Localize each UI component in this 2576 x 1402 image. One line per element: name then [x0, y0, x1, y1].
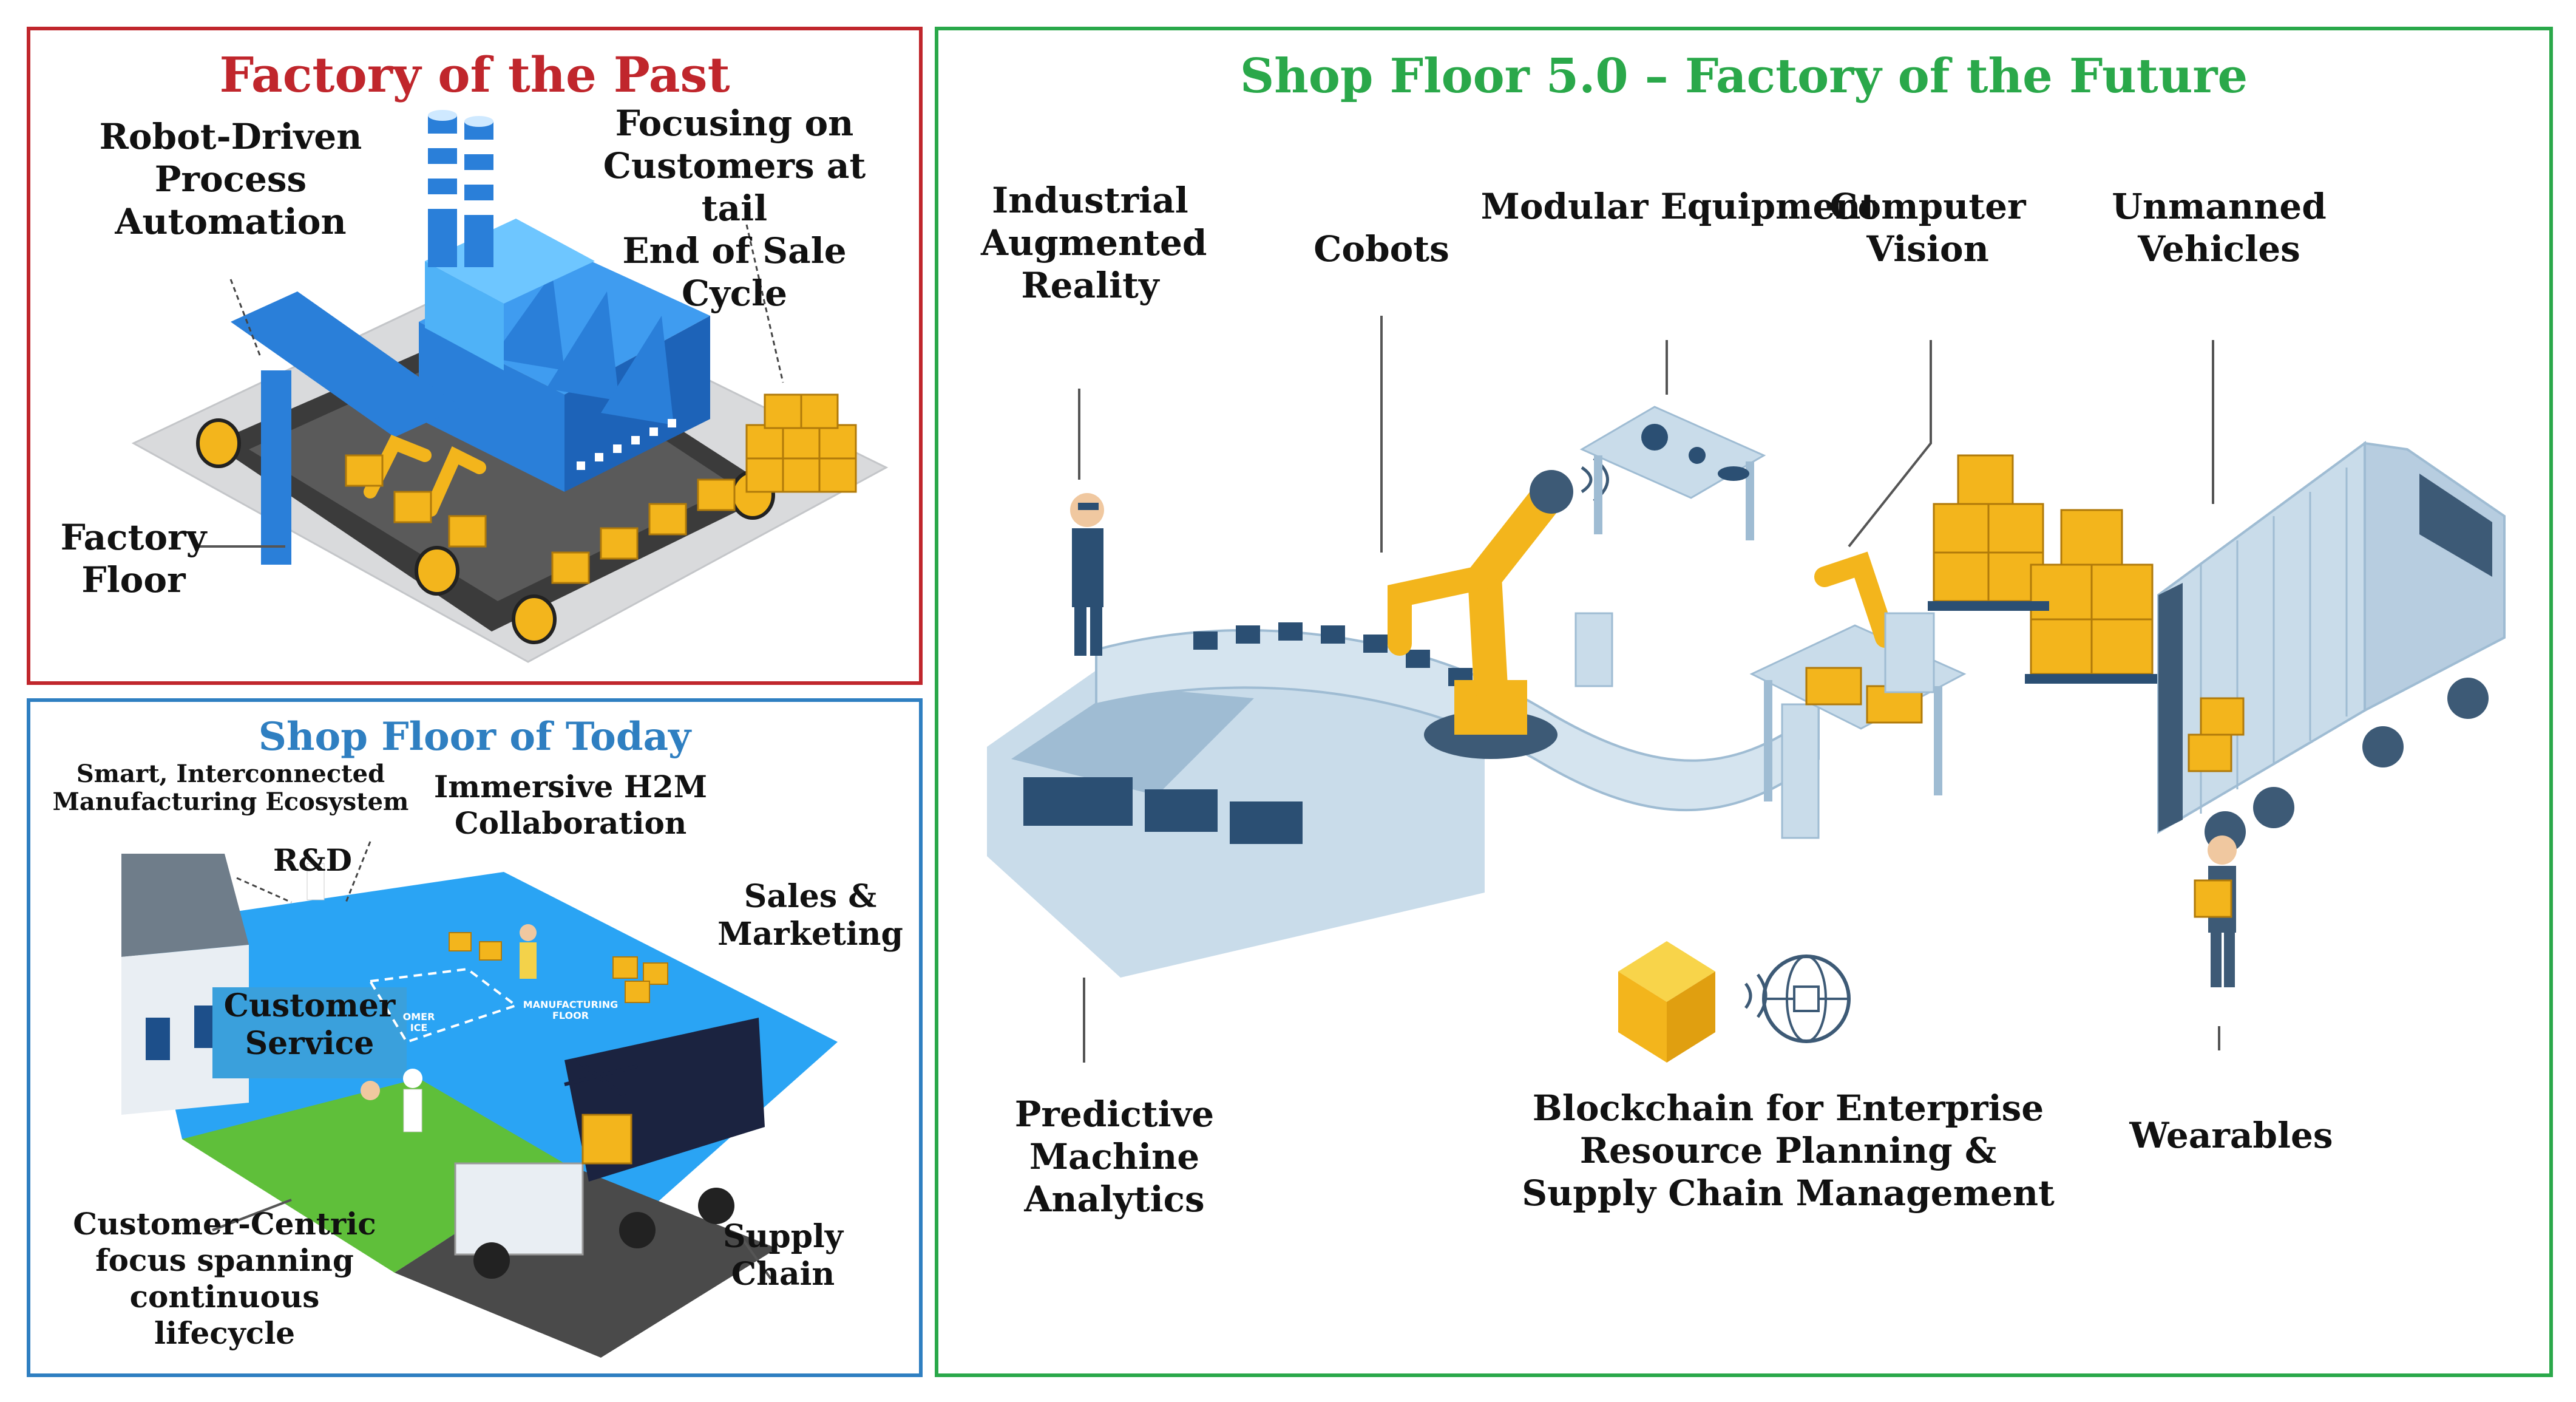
customers-tail-end-label: Focusing on Customers at tail End of Sal…	[603, 103, 866, 314]
customer-centric-label: Customer-Centric focus spanning continuo…	[73, 1206, 376, 1351]
blockchain-label: Blockchain for Enterprise Resource Plann…	[1522, 1087, 2055, 1214]
wearables-label: Wearables	[2129, 1115, 2333, 1156]
unmanned-vehicles-label: Unmanned Vehicles	[2112, 186, 2327, 270]
future-title: Shop Floor 5.0 – Factory of the Future	[1239, 49, 2248, 104]
customer-service-label: Customer Service	[223, 987, 396, 1062]
supply-chain-label: Supply Chain	[722, 1218, 844, 1293]
immersive-h2m-label: Immersive H2M Collaboration	[433, 769, 708, 841]
factory-floor-label: Factory Floor	[60, 517, 207, 601]
factory-of-the-past-panel: Factory of the Past Robot-Driven Process…	[27, 27, 923, 685]
robot-driven-automation-label: Robot-Driven Process Automation	[99, 116, 362, 242]
factory-of-the-future-panel: Shop Floor 5.0 – Factory of the Future I…	[935, 27, 2553, 1377]
predictive-analytics-label: Predictive Machine Analytics	[1014, 1094, 1215, 1220]
manufacturing-floor-tag: MANUFACTURING FLOOR	[523, 999, 619, 1021]
smart-ecosystem-label: Smart, Interconnected Manufacturing Ecos…	[52, 760, 409, 816]
industrial-ar-label: Industrial Augmented Reality	[981, 180, 1207, 306]
future-factory-illustration	[987, 316, 2506, 1063]
today-title: Shop Floor of Today	[258, 714, 691, 760]
today-shopfloor-illustration	[121, 841, 838, 1358]
modular-equipment-label: Modular Equipment	[1480, 186, 1877, 227]
cobots-label: Cobots	[1313, 228, 1449, 270]
customer-service-tag: OMER ICE	[402, 1011, 435, 1033]
past-title: Factory of the Past	[219, 46, 730, 103]
shop-floor-of-today-panel: Shop Floor of Today Smart, Interconnecte…	[27, 698, 923, 1377]
sales-marketing-label: Sales & Marketing	[717, 878, 903, 953]
computer-vision-label: Computer Vision	[1829, 186, 2026, 270]
past-factory-illustration	[131, 110, 889, 663]
rd-label: R&D	[273, 842, 353, 878]
